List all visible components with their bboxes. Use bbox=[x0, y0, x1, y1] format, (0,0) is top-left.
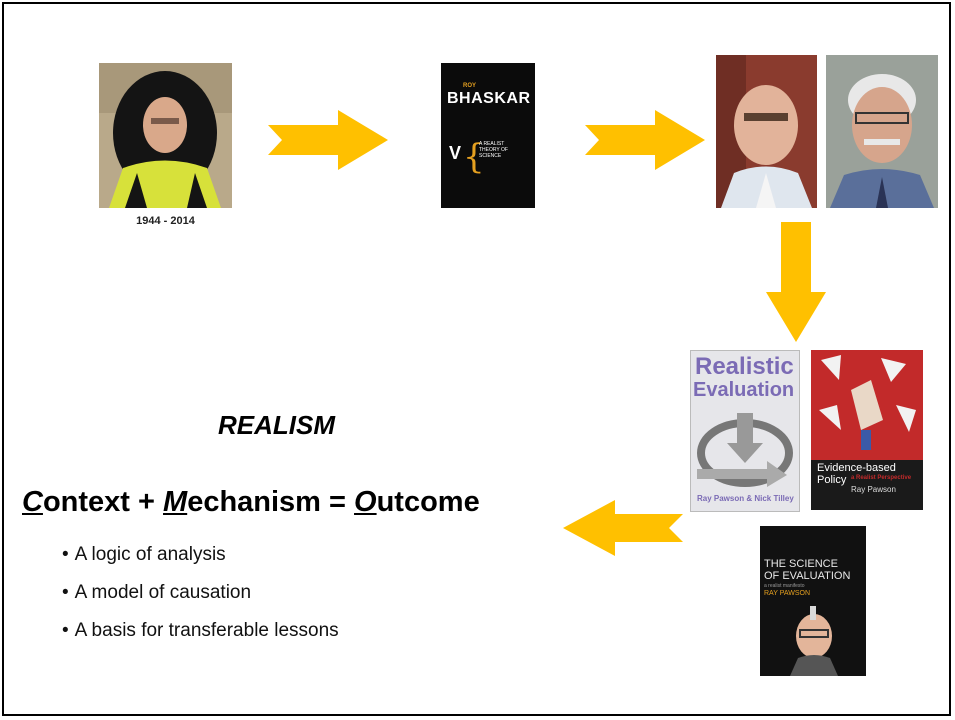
arrow-right-2-icon bbox=[585, 110, 705, 175]
formula-cap-mechanism: M bbox=[163, 486, 188, 518]
book-author: Ray Pawson bbox=[851, 485, 896, 494]
formula-line: Context + Mechanism = Outcome bbox=[22, 486, 480, 519]
lifespan-caption: 1944 - 2014 bbox=[136, 215, 195, 227]
book-glyph: V bbox=[449, 143, 462, 163]
book-cover-figure bbox=[790, 606, 838, 676]
book-cover-graphic bbox=[811, 350, 923, 460]
bullet-list: A logic of analysis A model of causation… bbox=[62, 544, 339, 658]
bullet-item: A logic of analysis bbox=[62, 544, 339, 582]
book-cover-evidence-based-policy: Evidence-based Policy a Realist Perspect… bbox=[811, 350, 923, 510]
book-cover-science-of-evaluation: THE SCIENCE OF EVALUATION a realist mani… bbox=[760, 526, 866, 676]
book-title-line1: THE SCIENCE bbox=[764, 558, 838, 570]
portrait-photo bbox=[99, 63, 232, 208]
formula-cap-outcome: O bbox=[354, 486, 377, 518]
book-arrow-graphic bbox=[697, 413, 793, 487]
book-title: A REALIST THEORY OF SCIENCE bbox=[479, 141, 508, 159]
formula-rest-outcome: utcome bbox=[376, 486, 480, 518]
book-subtitle: a Realist Perspective bbox=[851, 475, 912, 481]
book-author: RAY PAWSON bbox=[764, 590, 811, 597]
book-authors: Ray Pawson & Nick Tilley bbox=[697, 494, 794, 503]
arrow-right-1-icon bbox=[268, 110, 388, 175]
portrait-photo-tilley bbox=[826, 55, 938, 208]
book-author: BHASKAR bbox=[447, 90, 531, 107]
arrow-down-icon bbox=[766, 222, 826, 347]
formula-cap-context: C bbox=[22, 486, 43, 518]
book-cover-realist-theory: ROY BHASKAR V { A REALIST THEORY OF SCIE… bbox=[441, 63, 535, 208]
book-title: Evidence-based Policy bbox=[817, 462, 896, 486]
arrow-left-icon bbox=[563, 500, 683, 561]
portrait-photo-pawson bbox=[716, 55, 817, 208]
brace-icon: { bbox=[463, 137, 485, 177]
realism-heading: REALISM bbox=[218, 410, 335, 440]
book-subtitle: a realist manifesto bbox=[764, 583, 805, 589]
bullet-item: A model of causation bbox=[62, 582, 339, 620]
formula-rest-mechanism: echanism = bbox=[187, 486, 355, 518]
book-title-line1: Realistic bbox=[695, 353, 794, 380]
book-author-small: ROY bbox=[463, 83, 477, 89]
formula-rest-context: ontext + bbox=[42, 486, 164, 518]
book-title-line2: Evaluation bbox=[693, 379, 795, 401]
bullet-item: A basis for transferable lessons bbox=[62, 620, 339, 658]
book-title-line2: OF EVALUATION bbox=[764, 570, 851, 582]
book-cover-realistic-evaluation: Realistic Evaluation Ray Pawson & Nick T… bbox=[690, 350, 800, 512]
